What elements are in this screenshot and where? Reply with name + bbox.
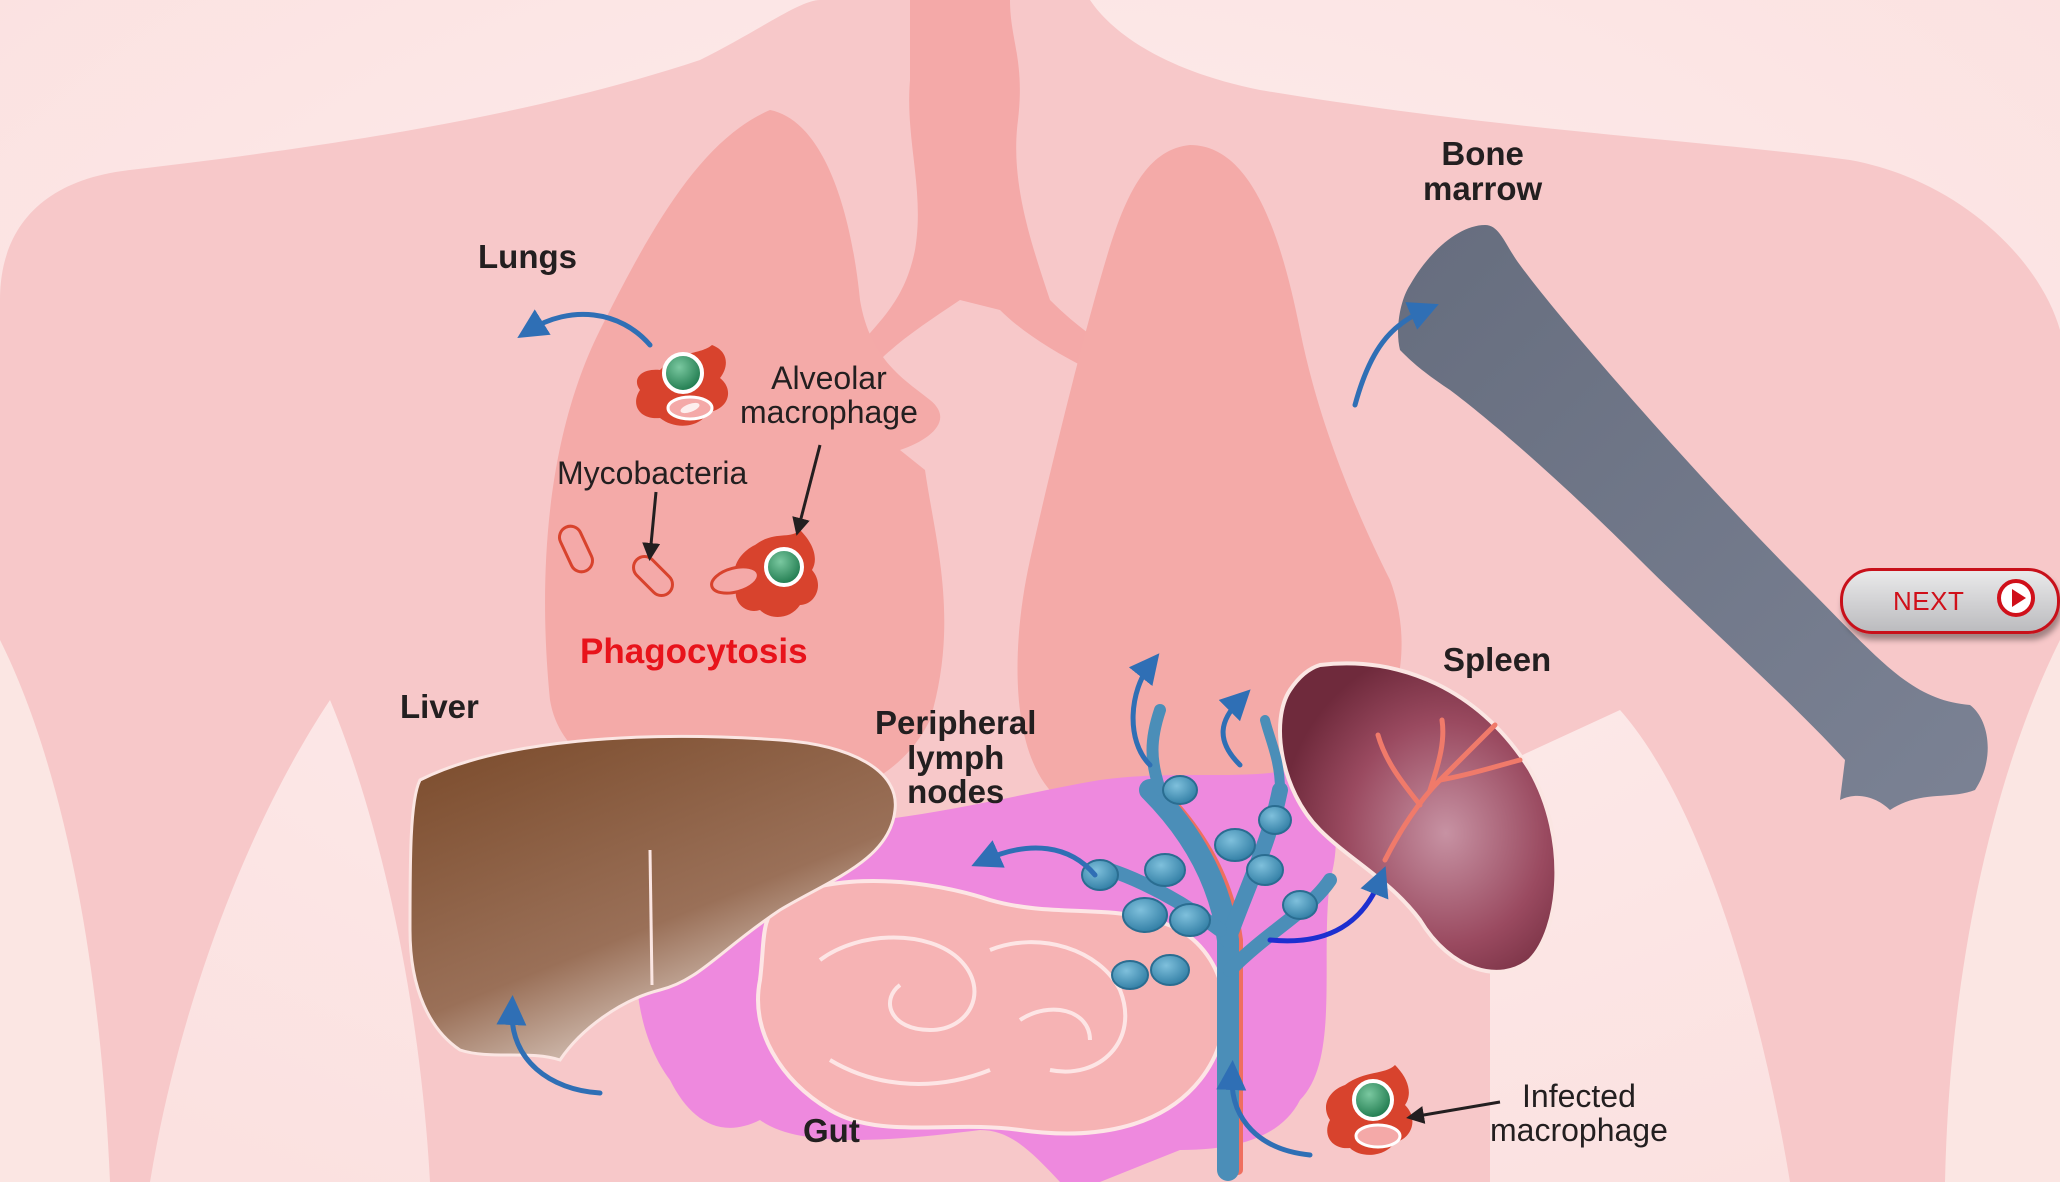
label-infected-macrophage: Infected macrophage: [1490, 1080, 1668, 1147]
label-gut: Gut: [803, 1114, 860, 1149]
play-icon: [1997, 579, 2035, 617]
liver-fissure: [650, 850, 652, 985]
label-mycobacteria: Mycobacteria: [557, 457, 747, 491]
label-bone-marrow: Bone marrow: [1423, 137, 1542, 206]
label-alveolar-macrophage: Alveolar macrophage: [740, 362, 918, 429]
label-phagocytosis: Phagocytosis: [580, 634, 808, 671]
label-liver: Liver: [400, 690, 479, 725]
label-spleen: Spleen: [1443, 643, 1551, 678]
next-button[interactable]: NEXT: [1840, 568, 2060, 634]
label-lungs: Lungs: [478, 240, 577, 275]
next-button-label: NEXT: [1893, 586, 1964, 617]
label-peripheral-lymph-nodes: Peripheral lymph nodes: [875, 706, 1036, 810]
